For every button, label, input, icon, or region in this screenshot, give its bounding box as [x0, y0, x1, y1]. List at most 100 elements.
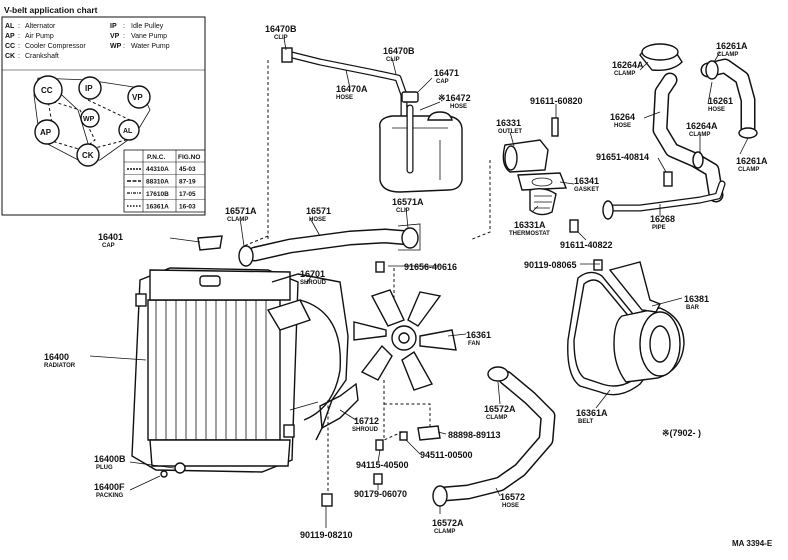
pulley-label: AP: [40, 128, 52, 137]
part-name: BAR: [686, 305, 700, 311]
svg-text::: :: [123, 23, 125, 30]
part-number: 16571: [306, 206, 331, 216]
table-header: FIG.NO: [178, 154, 200, 161]
part-number: 16701: [300, 269, 325, 279]
part-number: 91651-40814: [596, 152, 649, 162]
bypass-hoses-and-pipe: [602, 43, 758, 220]
part-name: RADIATOR: [44, 363, 76, 369]
drain-plug-icon: [174, 462, 186, 474]
fan-shroud: [271, 273, 359, 441]
part-number: 91611-40822: [560, 240, 613, 250]
bolt-icon: [569, 219, 579, 233]
part-number: 16401: [98, 232, 123, 242]
table-cell: 17610B: [146, 191, 169, 198]
part-name: HOSE: [502, 503, 519, 509]
pulley-cooler-compressor: [33, 75, 63, 105]
part-number: 16400B: [94, 454, 126, 464]
part-number: 16331A: [514, 220, 546, 230]
part-name: BELT: [578, 419, 594, 425]
bolt-icon: [375, 261, 385, 273]
part-number: 16261: [708, 96, 733, 106]
table-cell: 44310A: [146, 166, 169, 173]
part-name: HOSE: [708, 107, 725, 113]
part-name: CLAMP: [738, 167, 759, 173]
bolt-icon: [375, 439, 384, 451]
part-number: 90119-08065: [524, 260, 577, 270]
part-number: 91656-40616: [404, 262, 457, 272]
svg-text::: :: [123, 43, 125, 50]
bolt-icon: [593, 259, 603, 271]
legend-code: VP: [110, 33, 120, 40]
part-number: 16331: [496, 118, 521, 128]
part-number: 16470A: [336, 84, 368, 94]
svg-text::: :: [18, 23, 20, 30]
pnc-table: P.N.C. FIG.NO 44310A 45-03 88310A 87-19 …: [123, 149, 206, 213]
part-name: THERMOSTAT: [509, 231, 550, 237]
pulley-label: CK: [82, 151, 94, 160]
part-name: CAP: [436, 79, 449, 85]
part-name: CLIP: [386, 57, 400, 63]
part-name: HOSE: [614, 123, 631, 129]
part-number: 16361: [466, 330, 491, 340]
part-number: 16572A: [432, 518, 464, 528]
reservoir-tank: [379, 91, 463, 193]
legend-left: AL : Alternator AP : Air Pump CC : Coole…: [5, 23, 86, 60]
part-number: 16572: [500, 492, 525, 502]
part-drawings: [131, 43, 758, 507]
part-number: 16400: [44, 352, 69, 362]
legend-name: Crankshaft: [25, 53, 59, 60]
table-cell: 17-05: [179, 191, 196, 198]
part-number: 88898-89113: [448, 430, 501, 440]
pulley-crankshaft: [76, 143, 100, 167]
part-name: CLAMP: [614, 71, 635, 77]
legend-code: AL: [5, 23, 15, 30]
clamp-icon: [401, 227, 419, 249]
part-number: 16264: [610, 112, 635, 122]
part-number: 16261A: [736, 156, 768, 166]
legend-code: AP: [5, 33, 15, 40]
part-number: 16264A: [612, 60, 644, 70]
pulley-label: VP: [132, 93, 143, 102]
fasteners: [321, 261, 441, 507]
part-number: 16571A: [392, 197, 424, 207]
part-name: SHROUD: [300, 280, 327, 286]
leader-lines: [89, 37, 749, 528]
pulley-air-pump: [34, 119, 60, 145]
part-name: GASKET: [574, 187, 599, 193]
pulley-label: CC: [41, 86, 53, 95]
table-cell: 45-03: [179, 166, 196, 173]
radiator-cap: [197, 235, 223, 251]
drive-belt-and-pump: [567, 259, 685, 396]
pulley-water-pump: [80, 108, 100, 128]
clamp-icon: [738, 127, 758, 139]
part-name: CLAMP: [689, 132, 710, 138]
bolt-icon: [373, 473, 383, 485]
part-number: ※16472: [438, 93, 471, 103]
svg-text::: :: [18, 43, 20, 50]
svg-text::: :: [123, 33, 125, 40]
table-cell: 16-03: [179, 204, 196, 211]
packing-icon: [160, 470, 168, 478]
clamp-icon: [705, 60, 719, 80]
pulley-alternator: [118, 119, 140, 141]
part-labels: 16470B CLIP 16470B CLIP 16470A HOSE 1647…: [44, 24, 773, 548]
legend-code: CC: [5, 43, 15, 50]
part-number: 16571A: [225, 206, 257, 216]
part-number: 16261A: [716, 41, 748, 51]
part-number: 16264A: [686, 121, 718, 131]
part-name: CLAMP: [434, 529, 455, 535]
reference-number: MA 3394-E: [732, 539, 773, 548]
part-name: PIPE: [652, 225, 666, 231]
part-number: 16361A: [576, 408, 608, 418]
part-number: 90119-08210: [300, 530, 353, 540]
part-number: 16400F: [94, 482, 125, 492]
radiator: [131, 235, 311, 478]
part-name: CLIP: [274, 35, 288, 41]
pulley-label: IP: [85, 84, 93, 93]
legend-name: Idle Pulley: [131, 23, 164, 30]
part-number: 16470B: [383, 46, 415, 56]
part-name: FAN: [468, 341, 480, 347]
legend-code: CK: [5, 53, 15, 60]
pulley-label: AL: [123, 128, 133, 135]
